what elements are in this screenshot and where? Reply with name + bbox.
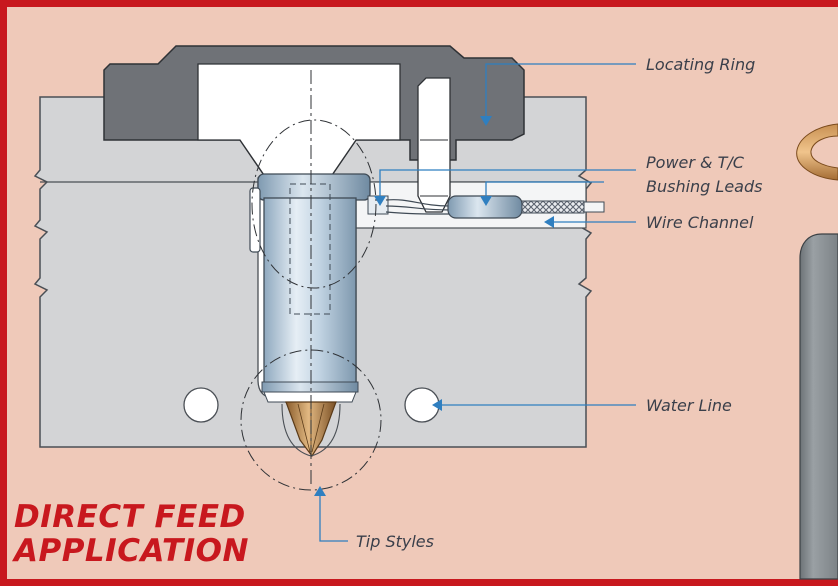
label-water-line: Water Line	[646, 396, 732, 415]
label-power-tc-line1: Power & T/C	[646, 153, 745, 172]
callout-arrows	[314, 116, 554, 496]
diagram-title: DIRECT FEED APPLICATION	[14, 500, 274, 568]
braided-cable	[521, 200, 585, 214]
label-locating-ring: Locating Ring	[646, 55, 755, 74]
title-line-2: APPLICATION	[14, 533, 249, 569]
detail-circle-tip	[240, 349, 382, 491]
product-body-partial	[799, 233, 838, 580]
callouts	[319, 63, 636, 542]
ring-screw	[417, 77, 451, 213]
label-wire-channel: Wire Channel	[646, 213, 754, 232]
bushing-body	[263, 197, 357, 391]
detail-circle-upper	[251, 119, 377, 289]
label-power-tc-line2: Bushing Leads	[646, 177, 762, 196]
copper-ring-partial	[796, 123, 838, 181]
bushing-head	[257, 173, 371, 201]
title-line-1: DIRECT FEED	[14, 499, 246, 535]
dowel-pin	[249, 187, 261, 253]
water-line-left	[183, 387, 219, 423]
label-tip-styles: Tip Styles	[356, 532, 434, 551]
